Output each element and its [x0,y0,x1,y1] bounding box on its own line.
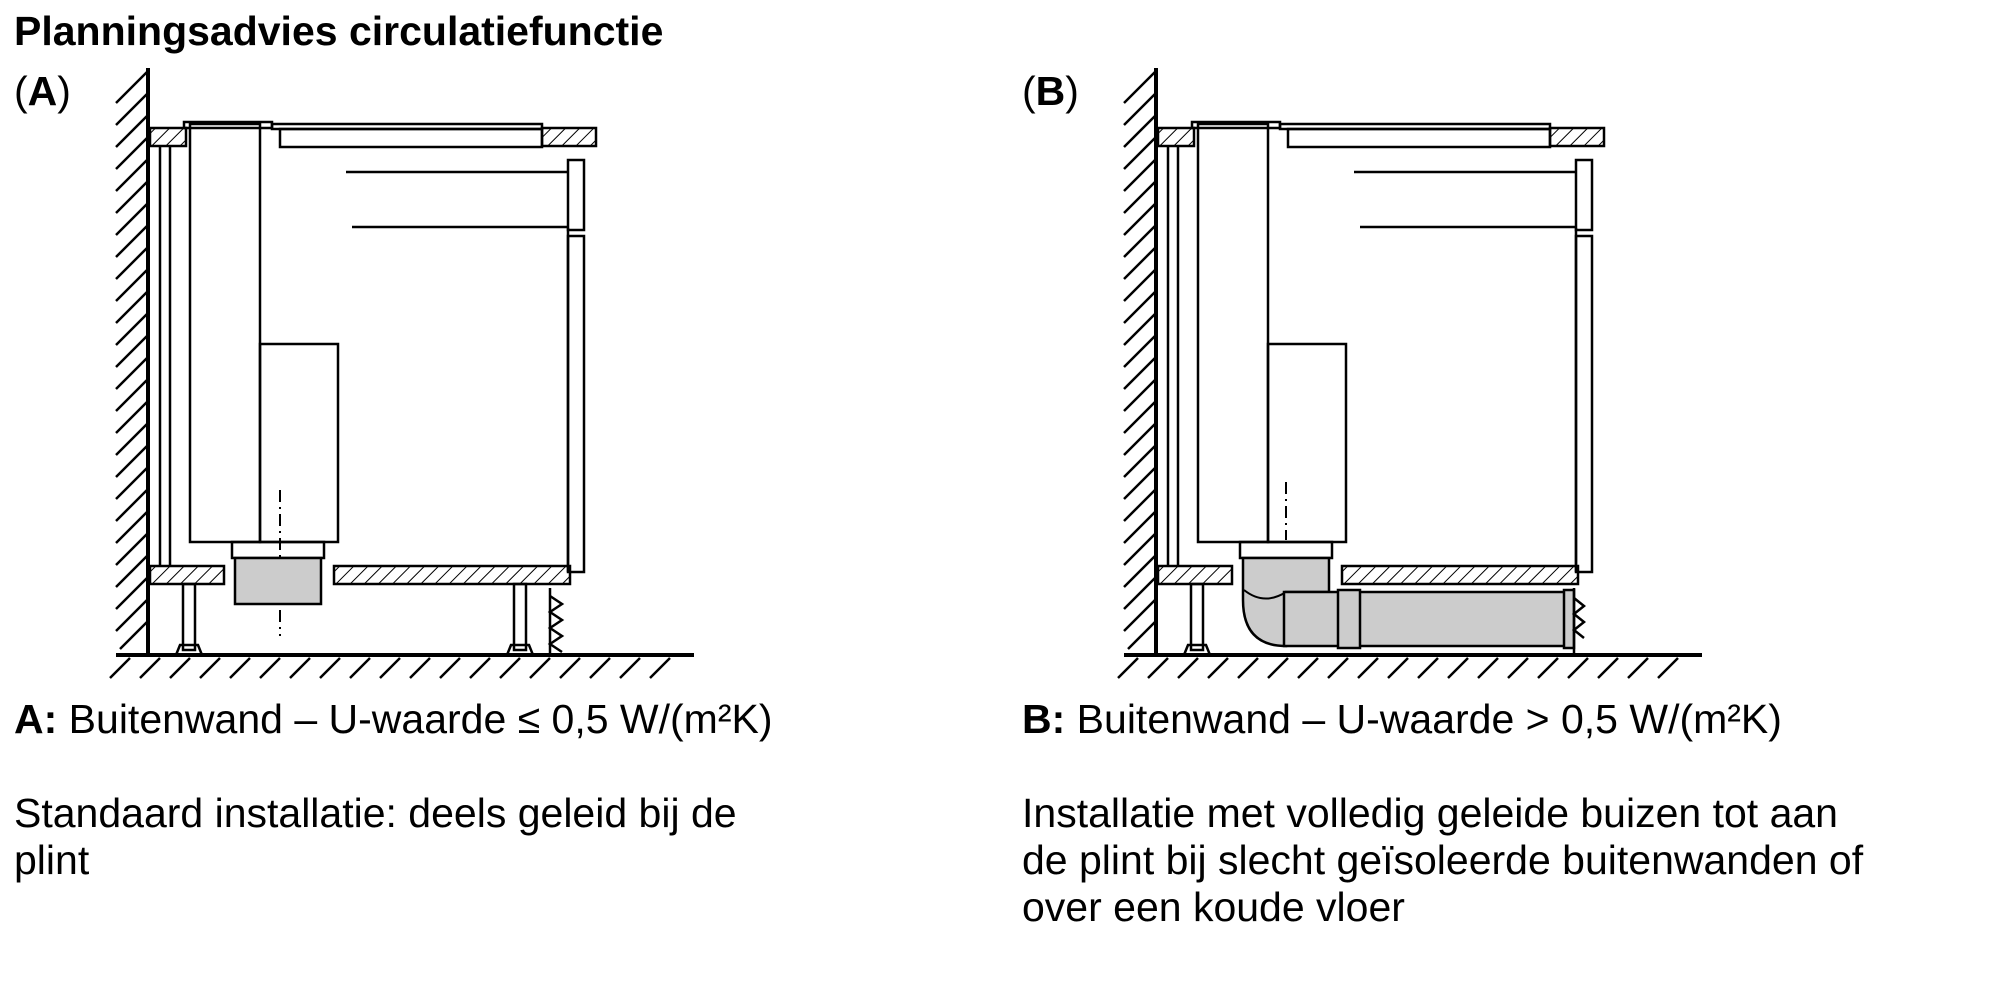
panel-b-label-close: ) [1065,68,1079,114]
leg-right [512,582,528,652]
description-a-line: Standaard installatie: deels geleid bij … [14,790,737,836]
extractor-fan-box [1266,342,1348,544]
countertop-left [1156,126,1196,148]
caption-b: B: Buitenwand – U-waarde > 0,5 W/(m²K) [1022,696,1782,743]
description-b-line: Installatie met volledig geleide buizen … [1022,790,1838,836]
leg-right-foot [505,643,535,657]
caption-b-text: Buitenwand – U-waarde > 0,5 W/(m²K) [1076,696,1782,742]
wall-hatching [115,71,148,650]
caption-a: A: Buitenwand – U-waarde ≤ 0,5 W/(m²K) [14,696,772,743]
floor-hatching [1117,657,1679,679]
outlet-ring [230,540,326,560]
description-b: Installatie met volledig geleide buizen … [1022,790,2000,931]
plinth-grille [1571,597,1587,639]
duct-connector [1336,588,1362,650]
base-board-left [1156,564,1234,586]
figure-b-ducted-installation [1117,68,1702,679]
description-b-line: over een koude vloer [1022,884,1405,930]
hob-body [1286,127,1552,149]
caption-a-prefix: A: [14,696,58,742]
extractor-fan-box [258,342,340,544]
leg-left [181,582,197,652]
extractor-duct [188,122,262,544]
front-panel [566,234,586,574]
leg-left [1189,582,1205,652]
countertop-right [1548,126,1606,148]
panel-a-label-letter: A [27,68,58,114]
panel-b-label-letter: B [1035,68,1066,114]
base-board-right [332,564,572,586]
panel-a-label-close: ) [57,68,71,114]
plinth-grille [547,594,565,654]
floor-hatching [109,657,671,679]
base-board-right [1340,564,1580,586]
front-panel [1574,234,1594,574]
panel-b-label: (B) [1022,68,1079,115]
description-a-line: plint [14,837,90,883]
hob-body [278,127,544,149]
duct-end-ring [1562,588,1576,650]
countertop-left [148,126,188,148]
leg-left-foot [1182,643,1212,657]
duct-horizontal [1282,590,1574,648]
outlet-grey [233,556,323,606]
caption-a-text: Buitenwand – U-waarde ≤ 0,5 W/(m²K) [68,696,773,742]
base-board-left [148,564,226,586]
panel-b-label-open: ( [1022,68,1036,114]
front-panel-top [1574,158,1594,232]
panel-a-label: (A) [14,68,71,115]
wall-hatching [1123,71,1156,650]
front-panel-top [566,158,586,232]
outlet-ring [1238,540,1334,560]
figure-a-standard-installation [109,68,694,679]
duct-elbow-seam [1243,589,1287,600]
description-a: Standaard installatie: deels geleid bij … [14,790,1004,884]
page-title: Planningsadvies circulatiefunctie [14,8,664,54]
panel-a-label-open: ( [14,68,28,114]
countertop-right [540,126,598,148]
extractor-duct [1196,122,1270,544]
caption-b-prefix: B: [1022,696,1066,742]
description-b-line: de plint bij slecht geïsoleerde buitenwa… [1022,837,1864,883]
leg-left-foot [174,643,204,657]
